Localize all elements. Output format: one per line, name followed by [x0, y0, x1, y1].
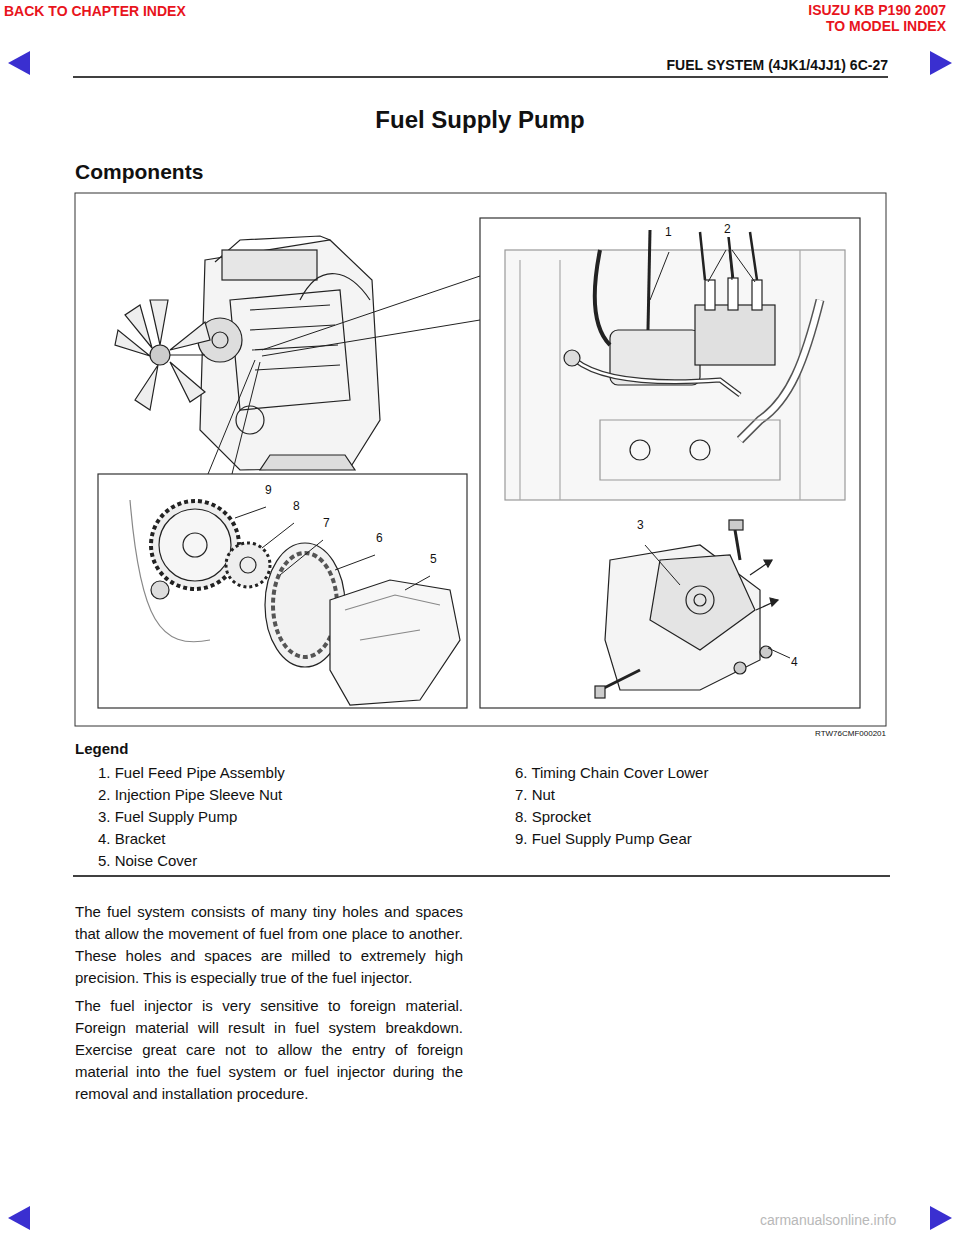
model-name: ISUZU KB P190 2007	[808, 2, 946, 18]
page-title: Fuel Supply Pump	[0, 106, 960, 134]
figure-code: RTW76CMF000201	[815, 729, 886, 738]
callout-number: 6	[375, 532, 384, 546]
legend-item: 6. Timing Chain Cover Lower	[515, 764, 708, 781]
legend-item: 2. Injection Pipe Sleeve Nut	[98, 786, 282, 803]
callout-number: 3	[636, 519, 645, 533]
callout-number: 8	[292, 500, 301, 514]
callout-number: 9	[264, 484, 273, 498]
nav-link: TO MODEL INDEX	[826, 18, 946, 34]
callout-number: 1	[664, 226, 673, 240]
legend-heading: Legend	[75, 740, 128, 757]
running-header: FUEL SYSTEM (4JK1/4JJ1) 6C-27	[667, 57, 889, 73]
body-paragraph: The fuel system consists of many tiny ho…	[75, 901, 463, 989]
body-paragraph: The fuel injector is very sensitive to f…	[75, 995, 463, 1105]
legend-rule	[73, 875, 890, 877]
nav-arrow	[930, 51, 952, 75]
legend-item: 8. Sprocket	[515, 808, 591, 825]
legend-item: 5. Noise Cover	[98, 852, 197, 869]
pump-drawing	[505, 230, 845, 500]
pointer-line	[208, 276, 480, 474]
callout-number: 7	[322, 517, 331, 531]
nav-link: BACK TO CHAPTER INDEX	[4, 3, 186, 19]
header-rule	[73, 76, 888, 78]
figure-frame	[75, 193, 886, 726]
legend-item: 4. Bracket	[98, 830, 166, 847]
legend-item: 9. Fuel Supply Pump Gear	[515, 830, 692, 847]
legend-item: 7. Nut	[515, 786, 555, 803]
watermark: carmanualsonline.info	[760, 1212, 896, 1228]
inset-frame	[480, 218, 860, 708]
inset-frame	[98, 474, 467, 708]
legend-item: 3. Fuel Supply Pump	[98, 808, 237, 825]
callout-number: 4	[790, 656, 799, 670]
callout-number: 2	[723, 223, 732, 237]
nav-arrow	[8, 1206, 30, 1230]
section-heading: Components	[75, 160, 203, 184]
nav-arrow	[8, 51, 30, 75]
engine-drawing	[115, 236, 380, 470]
bracket-drawing	[595, 520, 778, 698]
nav-arrow	[930, 1206, 952, 1230]
leader-line	[235, 250, 790, 658]
gear-drawing	[130, 500, 460, 705]
callout-number: 5	[429, 553, 438, 567]
legend-item: 1. Fuel Feed Pipe Assembly	[98, 764, 285, 781]
